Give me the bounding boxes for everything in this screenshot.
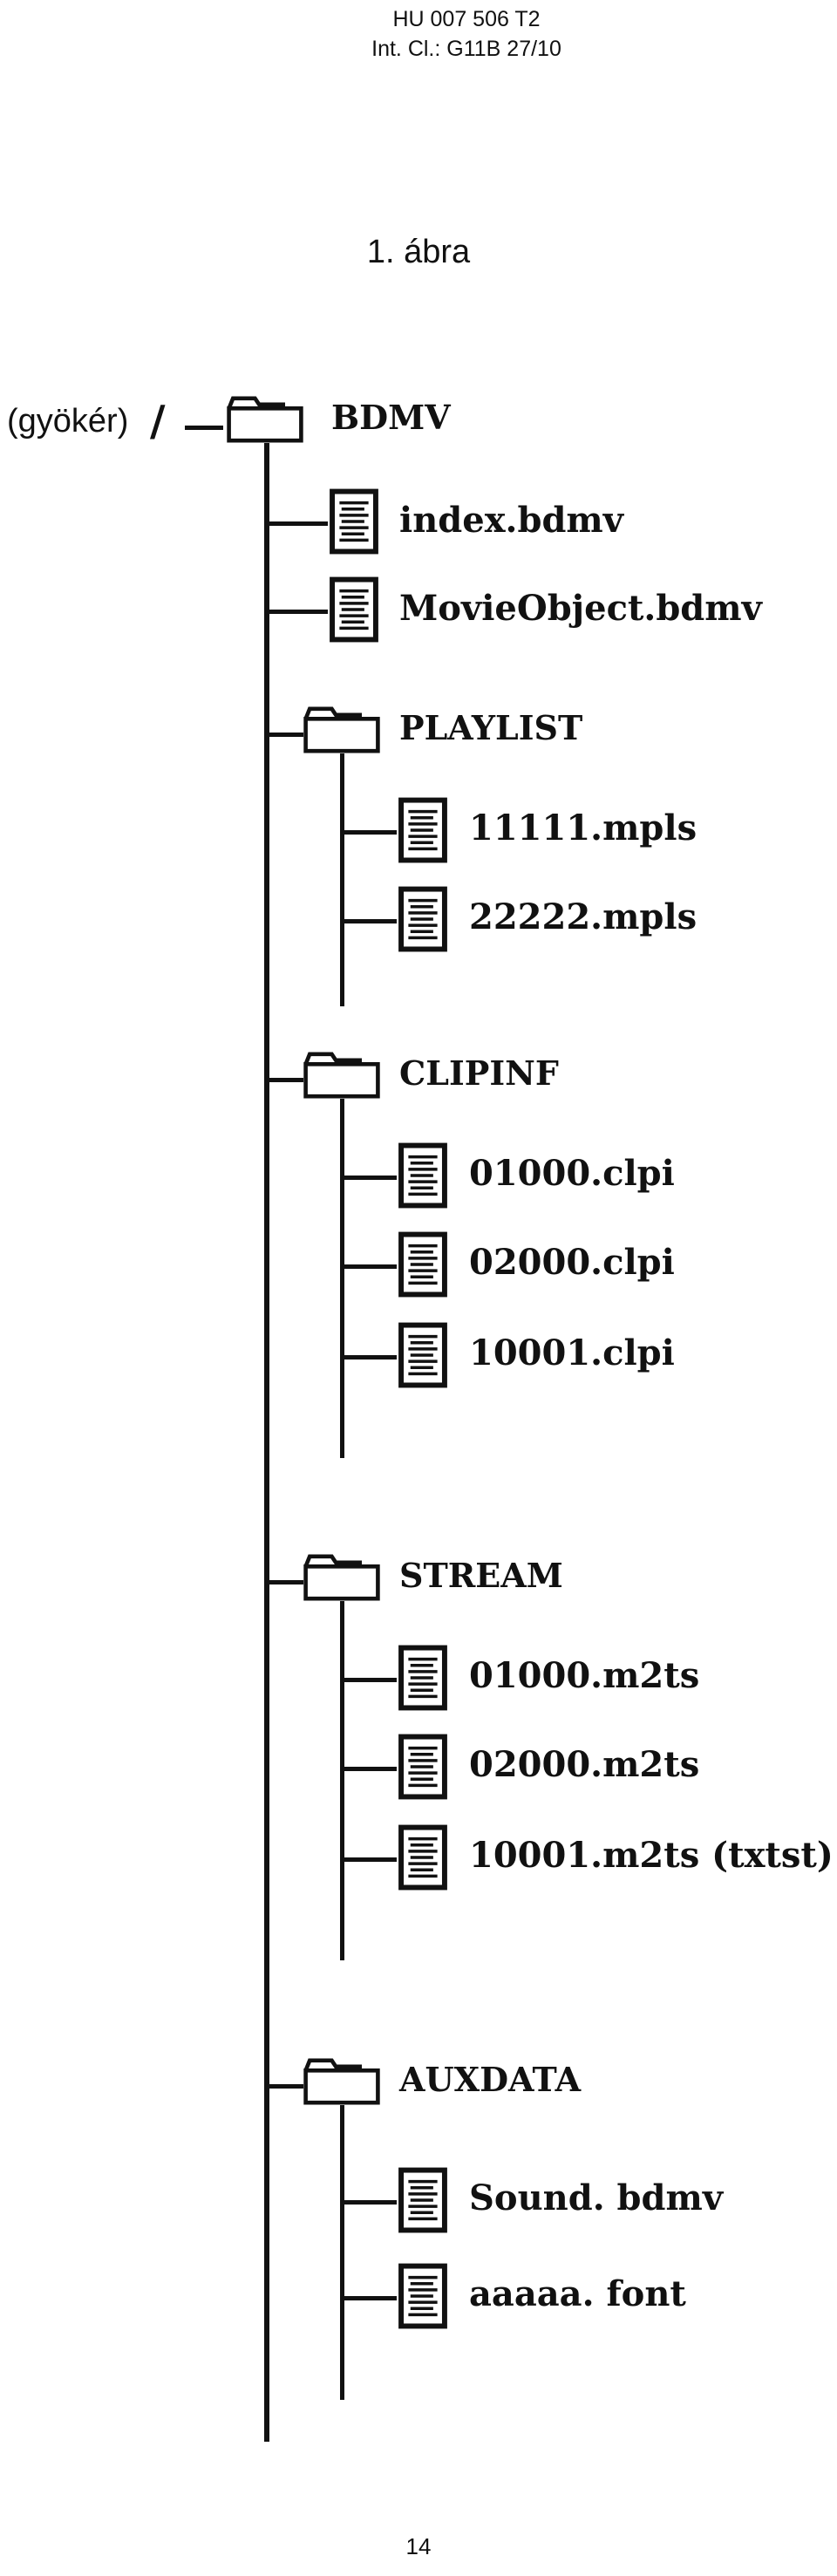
document-icon bbox=[397, 1645, 449, 1711]
folder-stream-label: STREAM bbox=[399, 1556, 563, 1595]
document-icon bbox=[328, 488, 380, 555]
document-icon bbox=[397, 2167, 449, 2233]
file-index-bdmv: index.bdmv bbox=[399, 500, 623, 541]
root-slash: / bbox=[150, 397, 166, 446]
file-01000-clpi: 01000.clpi bbox=[469, 1153, 675, 1194]
document-icon bbox=[397, 1322, 449, 1388]
folder-icon bbox=[302, 1552, 382, 1603]
folder-icon bbox=[302, 2056, 382, 2107]
file-sound-bdmv: Sound. bdmv bbox=[469, 2177, 724, 2218]
file-11111-mpls: 11111.mpls bbox=[469, 808, 698, 848]
root-connector bbox=[185, 426, 223, 430]
file-22222-mpls: 22222.mpls bbox=[469, 896, 698, 937]
branch bbox=[267, 733, 303, 737]
branch bbox=[343, 1355, 397, 1360]
document-icon bbox=[397, 1231, 449, 1298]
branch bbox=[343, 1767, 397, 1771]
file-02000-m2ts: 02000.m2ts bbox=[469, 1744, 700, 1785]
clipinf-trunk bbox=[340, 1099, 344, 1458]
folder-clipinf-label: CLIPINF bbox=[399, 1053, 559, 1093]
figure-title: 1. ábra bbox=[366, 234, 471, 270]
file-movieobject-bdmv: MovieObject.bdmv bbox=[399, 588, 762, 629]
branch bbox=[343, 1176, 397, 1180]
folder-icon bbox=[302, 1050, 382, 1101]
branch bbox=[267, 2084, 303, 2089]
auxdata-trunk bbox=[340, 2105, 344, 2400]
file-10001-clpi: 10001.clpi bbox=[469, 1332, 675, 1373]
folder-bdmv-label: BDMV bbox=[331, 398, 451, 437]
branch bbox=[343, 1678, 397, 1682]
document-icon bbox=[397, 2263, 449, 2329]
document-icon bbox=[397, 1824, 449, 1891]
stream-trunk bbox=[340, 1601, 344, 1960]
folder-icon bbox=[225, 394, 305, 445]
folder-playlist-label: PLAYLIST bbox=[399, 708, 583, 747]
branch bbox=[267, 1078, 303, 1082]
branch bbox=[267, 1580, 303, 1584]
document-icon bbox=[397, 1142, 449, 1209]
branch bbox=[267, 521, 328, 526]
document-icon bbox=[397, 1734, 449, 1800]
file-01000-m2ts: 01000.m2ts bbox=[469, 1655, 700, 1696]
document-icon bbox=[397, 886, 449, 952]
branch bbox=[343, 2296, 397, 2300]
branch bbox=[343, 2200, 397, 2205]
file-10001-m2ts-txtst: 10001.m2ts (txtst) bbox=[469, 1835, 834, 1876]
page-number: 14 bbox=[405, 2533, 432, 2559]
document-icon bbox=[328, 576, 380, 643]
file-aaaaa-font: aaaaa. font bbox=[469, 2273, 686, 2314]
patent-number: HU 007 506 T2 bbox=[392, 7, 541, 31]
branch bbox=[343, 1857, 397, 1862]
file-02000-clpi: 02000.clpi bbox=[469, 1242, 675, 1283]
branch bbox=[267, 610, 328, 614]
document-icon bbox=[397, 797, 449, 863]
branch bbox=[343, 830, 397, 835]
playlist-trunk bbox=[340, 753, 344, 1006]
classification: Int. Cl.: G11B 27/10 bbox=[371, 37, 561, 61]
branch bbox=[343, 1264, 397, 1269]
folder-icon bbox=[302, 705, 382, 755]
root-label: (gyökér) bbox=[7, 403, 129, 440]
folder-auxdata-label: AUXDATA bbox=[399, 2060, 582, 2099]
branch bbox=[343, 919, 397, 923]
bdmv-trunk bbox=[264, 443, 269, 2442]
